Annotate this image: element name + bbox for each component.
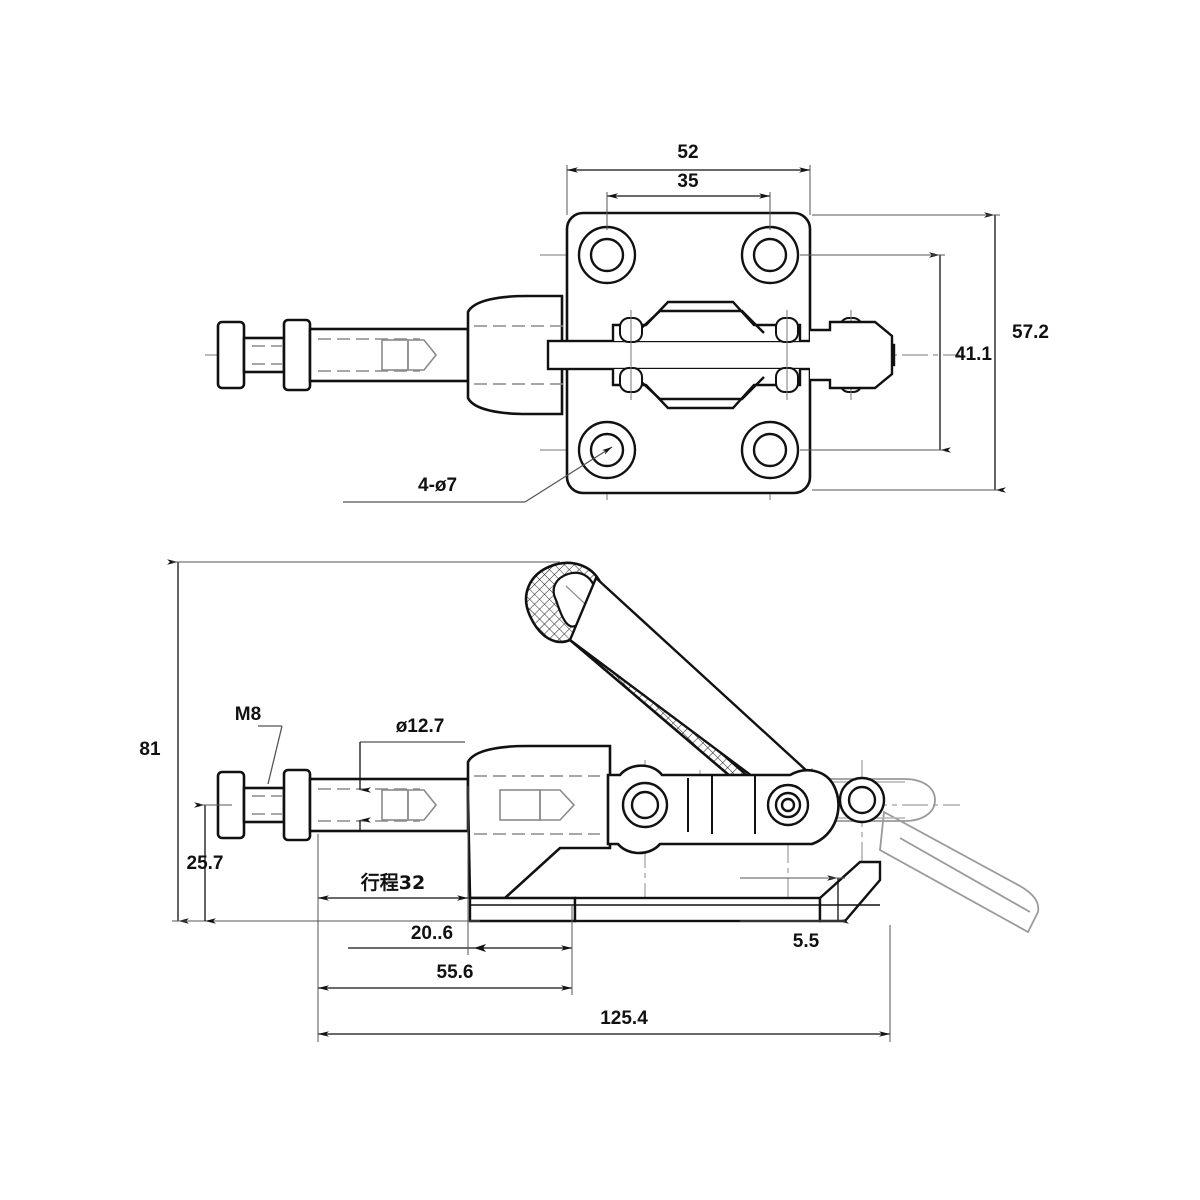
dim-35: 35 — [606, 171, 771, 230]
thread-callout-label: M8 — [235, 704, 261, 725]
spindle-bolt-assembly — [216, 318, 470, 392]
dim-stroke-label: 行程32 — [360, 871, 425, 894]
dim-52-label: 52 — [677, 142, 698, 163]
dim-25-7-label: 25.7 — [187, 853, 224, 874]
right-pivot-eye — [838, 776, 886, 824]
spindle-tip — [381, 339, 438, 371]
dim-81-label: 81 — [139, 739, 161, 760]
toggle-link — [606, 764, 840, 855]
dim-diameter-12-7: ø12.7 — [359, 716, 465, 832]
dim-41-1-label: 41.1 — [955, 344, 992, 365]
dim-125-4: 125.4 — [317, 925, 891, 1042]
dim-35-label: 35 — [677, 171, 699, 192]
dim-125-4-label: 125.4 — [600, 1008, 648, 1029]
dim-5-5: 5.5 — [740, 875, 849, 952]
side-view: 81 25.7 M8 ø12.7 行程32 — [139, 559, 1040, 1042]
dim-41-1: 41.1 — [800, 252, 992, 453]
top-view: 52 35 57.2 41.1 4-ø7 — [205, 142, 1049, 503]
dim-stroke: 行程32 — [317, 786, 469, 905]
hole-callout-label: 4-ø7 — [418, 475, 457, 496]
dim-20-6-label: 20..6 — [411, 923, 453, 944]
thread-callout: M8 — [235, 704, 283, 785]
clevis-bracket — [810, 320, 894, 390]
dim-25-7: 25.7 — [187, 802, 232, 924]
hole-callout: 4-ø7 — [343, 446, 613, 503]
side-spindle-tip — [381, 789, 438, 821]
side-spindle-bolt — [216, 768, 470, 842]
clamp-body-hidden-lines — [474, 325, 566, 385]
dim-52: 52 — [566, 142, 811, 215]
dim-57-2: 57.2 — [812, 212, 1049, 493]
dim-57-2-label: 57.2 — [1012, 322, 1049, 343]
dim-diameter-12-7-label: ø12.7 — [396, 716, 445, 737]
dim-20-6: 20..6 — [348, 905, 573, 955]
dim-55-6-label: 55.6 — [437, 962, 474, 983]
dim-5-5-label: 5.5 — [793, 931, 820, 952]
dim-81: 81 — [139, 559, 560, 924]
spindle-hidden-lines — [252, 338, 420, 372]
dim-55-6: 55.6 — [317, 905, 573, 995]
yoke-link — [611, 300, 802, 410]
